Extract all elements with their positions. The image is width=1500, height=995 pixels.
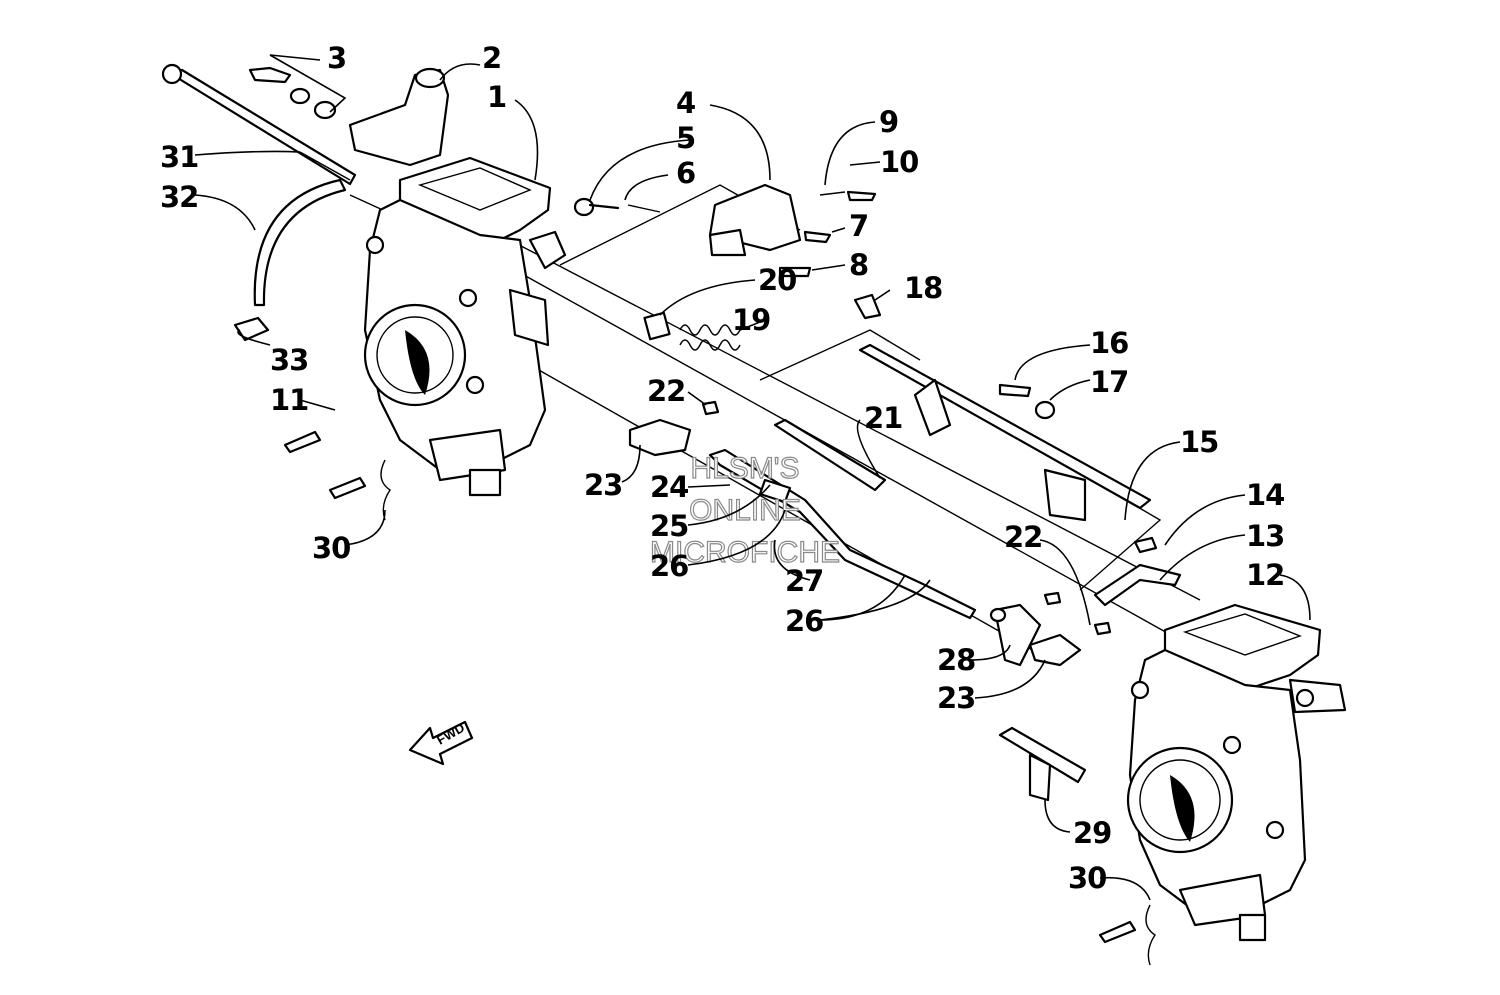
- callout-23b: 23: [937, 681, 975, 715]
- callout-24: 24: [650, 470, 688, 504]
- callout-25: 25: [650, 509, 688, 543]
- forward-direction-arrow: FWD: [408, 720, 474, 766]
- callout-18: 18: [904, 271, 942, 305]
- callout-28: 28: [937, 643, 975, 677]
- callout-15: 15: [1180, 425, 1218, 459]
- callout-22a: 22: [647, 374, 685, 408]
- callout-6: 6: [676, 156, 695, 190]
- callout-26b: 26: [785, 604, 823, 638]
- watermark: HLSM'S ONLINE MICROFICHE: [649, 451, 840, 569]
- callout-2: 2: [482, 41, 501, 75]
- callout-7: 7: [849, 209, 868, 243]
- callout-22b: 22: [1004, 520, 1042, 554]
- return-spring: [643, 311, 741, 351]
- leader-lines: [194, 54, 1311, 901]
- choke-shaft: [853, 293, 1152, 522]
- callout-11: 11: [270, 383, 308, 417]
- callout-26a: 26: [650, 549, 688, 583]
- linkage-cable: [708, 448, 977, 620]
- callout-31: 31: [160, 140, 198, 174]
- watermark-line-2: ONLINE: [689, 494, 801, 527]
- callout-9: 9: [879, 105, 898, 139]
- callout-4: 4: [676, 86, 695, 120]
- callout-30a: 30: [312, 531, 350, 565]
- mixture-screws: [283, 430, 1156, 966]
- screw-and-washers: [248, 66, 337, 120]
- callout-8: 8: [849, 248, 868, 282]
- callout-21: 21: [864, 401, 902, 435]
- watermark-line-3: MICROFICHE: [650, 536, 840, 569]
- mount-brackets: [628, 400, 1112, 667]
- watermark-line-1: HLSM'S: [690, 452, 799, 485]
- callout-12: 12: [1246, 558, 1284, 592]
- vent-hose: [233, 178, 347, 342]
- callout-32: 32: [160, 180, 198, 214]
- assembly-axis-lines: [349, 184, 1201, 661]
- choke-bracket: [1093, 536, 1182, 607]
- bracket-assembly: [573, 183, 877, 278]
- callout-30b: 30: [1068, 861, 1106, 895]
- callout-17: 17: [1090, 365, 1128, 399]
- shaft-sleeve: [773, 418, 887, 492]
- callout-labels: 1 2 3 4 5 6 7 8 9 10 11 12 13 14 15 16 1…: [160, 41, 1285, 895]
- right-carburetor: [1126, 603, 1347, 942]
- callout-20: 20: [758, 263, 796, 297]
- callout-10: 10: [880, 145, 918, 179]
- callout-13: 13: [1246, 519, 1284, 553]
- callout-14: 14: [1246, 478, 1284, 512]
- callout-27: 27: [785, 564, 823, 598]
- left-carburetor: [363, 156, 567, 497]
- callout-19: 19: [732, 303, 770, 337]
- callout-16: 16: [1090, 326, 1128, 360]
- callout-1: 1: [487, 80, 506, 114]
- top-cap-part: [348, 67, 450, 167]
- callout-5: 5: [676, 121, 695, 155]
- callout-29: 29: [1073, 816, 1111, 850]
- throttle-rod: [161, 63, 357, 186]
- callout-23a: 23: [584, 468, 622, 502]
- callout-33: 33: [270, 343, 308, 377]
- tee-fitting: [998, 726, 1087, 802]
- callout-3: 3: [327, 41, 346, 75]
